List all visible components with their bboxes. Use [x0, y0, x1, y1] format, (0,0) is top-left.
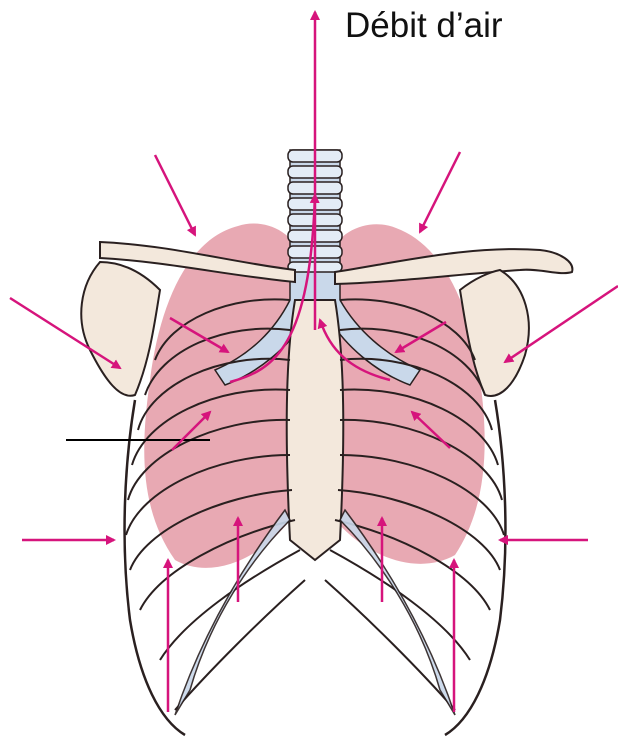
left-scapula	[81, 262, 160, 396]
airflow-label: Débit d’air	[345, 4, 503, 48]
sternum	[287, 300, 344, 560]
arrow-top-left	[155, 155, 195, 235]
arrow-top-right	[420, 152, 460, 232]
